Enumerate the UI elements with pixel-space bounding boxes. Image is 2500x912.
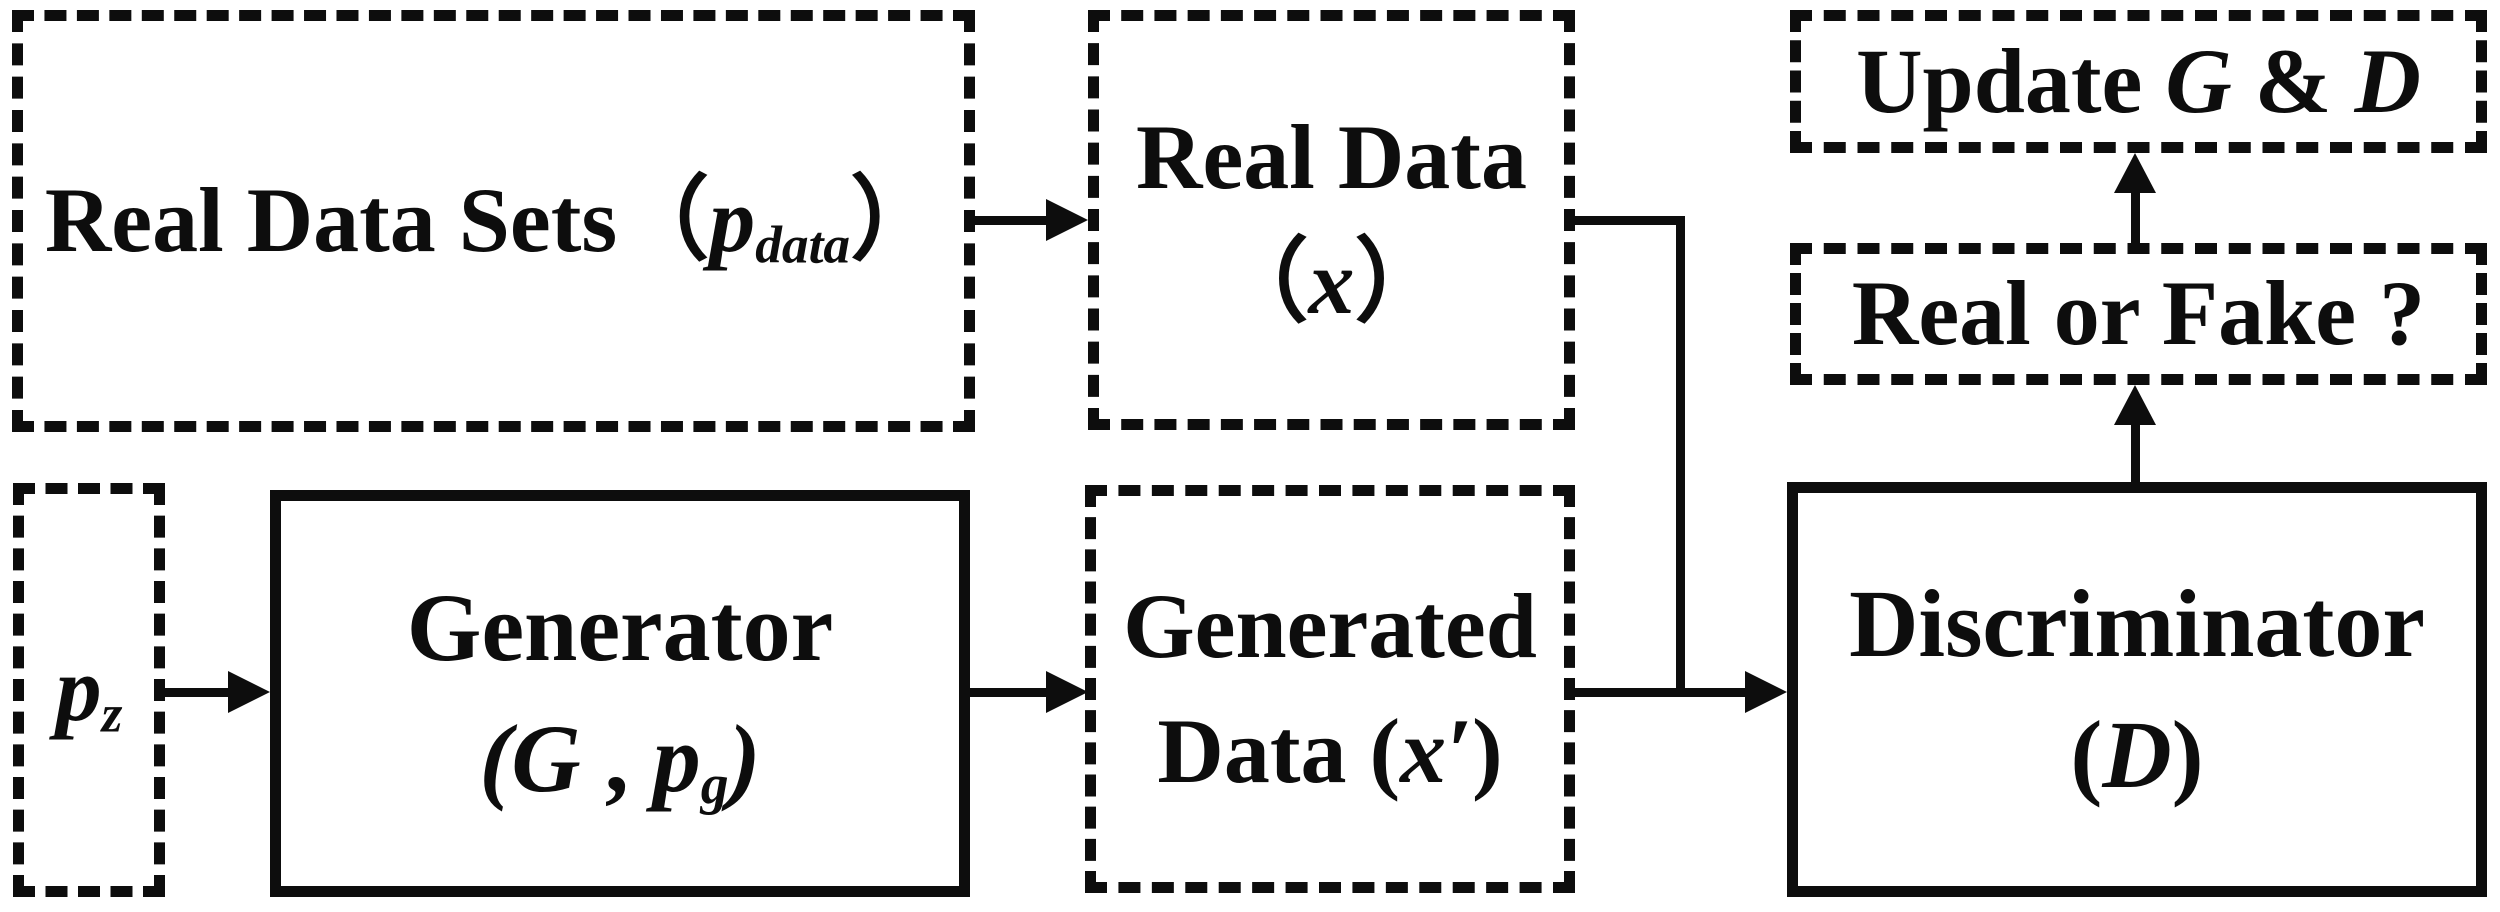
discriminator-line2: (D) — [2070, 690, 2203, 821]
arrow-pz-to-generator-head — [228, 671, 270, 713]
generated-data-box: Generated Data (x′) — [1085, 485, 1575, 893]
pdata-open-paren: （ — [617, 169, 710, 272]
update-d-var: D — [2354, 29, 2421, 132]
pdata-subscript: data — [755, 215, 851, 276]
real-data-box: Real Data （x） — [1088, 10, 1575, 430]
discriminator-open-paren: ( — [2070, 700, 2103, 808]
discriminator-box: Discriminator (D) — [1787, 482, 2487, 897]
discriminator-close-paren: ) — [2171, 700, 2204, 808]
real-or-fake-label: Real or Fake ? — [1851, 262, 2426, 365]
pz-noise-box: pz — [13, 483, 165, 897]
real-data-line2: （x） — [1216, 220, 1446, 345]
generator-close-paren: ) — [728, 704, 761, 812]
generator-line2: (G , pg) — [479, 694, 760, 825]
pz-subscript: z — [101, 684, 123, 745]
discriminator-line1: Discriminator — [1849, 569, 2425, 677]
arrow-generated-data-to-discriminator-line — [1574, 688, 1754, 697]
pz-var: p — [55, 638, 102, 741]
arrow-generated-data-to-discriminator-head — [1745, 671, 1787, 713]
update-prefix: Update — [1856, 29, 2166, 132]
discriminator-d-var: D — [2102, 700, 2172, 808]
generator-open-paren: ( — [479, 704, 512, 812]
update-joiner: & — [2231, 29, 2355, 132]
generated-data-line1: Generated — [1123, 574, 1537, 677]
generator-p-var: p — [652, 704, 701, 812]
real-data-sets-text: Real Data Sets — [44, 169, 618, 272]
generator-subscript: g — [700, 753, 729, 816]
x-open-paren: （ — [1216, 231, 1309, 333]
arrow-pz-to-generator-line — [164, 688, 238, 697]
generator-line1: Generator — [406, 573, 834, 681]
arrow-discriminator-to-real-or-fake-head — [2114, 385, 2156, 425]
arrow-real-data-sets-to-real-data-head — [1046, 199, 1088, 241]
x-prime-var: x′ — [1400, 700, 1472, 802]
real-data-sets-label: Real Data Sets（pdata） — [45, 158, 942, 283]
arrow-real-data-sets-to-real-data-line — [974, 216, 1056, 225]
generator-box: Generator (G , pg) — [270, 490, 970, 897]
arrow-generator-to-generated-data-line — [969, 688, 1054, 697]
arrow-generator-to-generated-data-head — [1046, 671, 1088, 713]
connector-real-data-horizontal-line — [1573, 216, 1685, 225]
arrow-real-or-fake-to-update-line — [2131, 186, 2140, 244]
generator-g-var: G — [511, 704, 581, 812]
pz-label: pz — [56, 627, 123, 752]
generated-data-line2: Data (x′) — [1157, 689, 1502, 814]
pdata-close-paren: ） — [850, 169, 943, 272]
real-or-fake-box: Real or Fake ? — [1790, 243, 2487, 385]
real-data-sets-box: Real Data Sets（pdata） — [12, 10, 975, 432]
update-g-and-d-box: Update G & D — [1790, 10, 2487, 153]
connector-real-data-vertical-line — [1676, 216, 1685, 697]
generated-data-close-paren: ) — [1471, 700, 1503, 802]
update-g-var: G — [2165, 29, 2232, 132]
update-g-and-d-label: Update G & D — [1856, 19, 2421, 144]
generator-comma: , — [580, 704, 653, 812]
arrow-real-or-fake-to-update-head — [2114, 153, 2156, 193]
real-data-line1: Real Data — [1136, 105, 1527, 208]
arrow-discriminator-to-real-or-fake-line — [2131, 418, 2140, 483]
generated-data-line2-prefix: Data ( — [1157, 700, 1401, 802]
x-var: x — [1308, 231, 1355, 333]
pdata-var: p — [709, 169, 756, 272]
x-close-paren: ） — [1354, 231, 1447, 333]
